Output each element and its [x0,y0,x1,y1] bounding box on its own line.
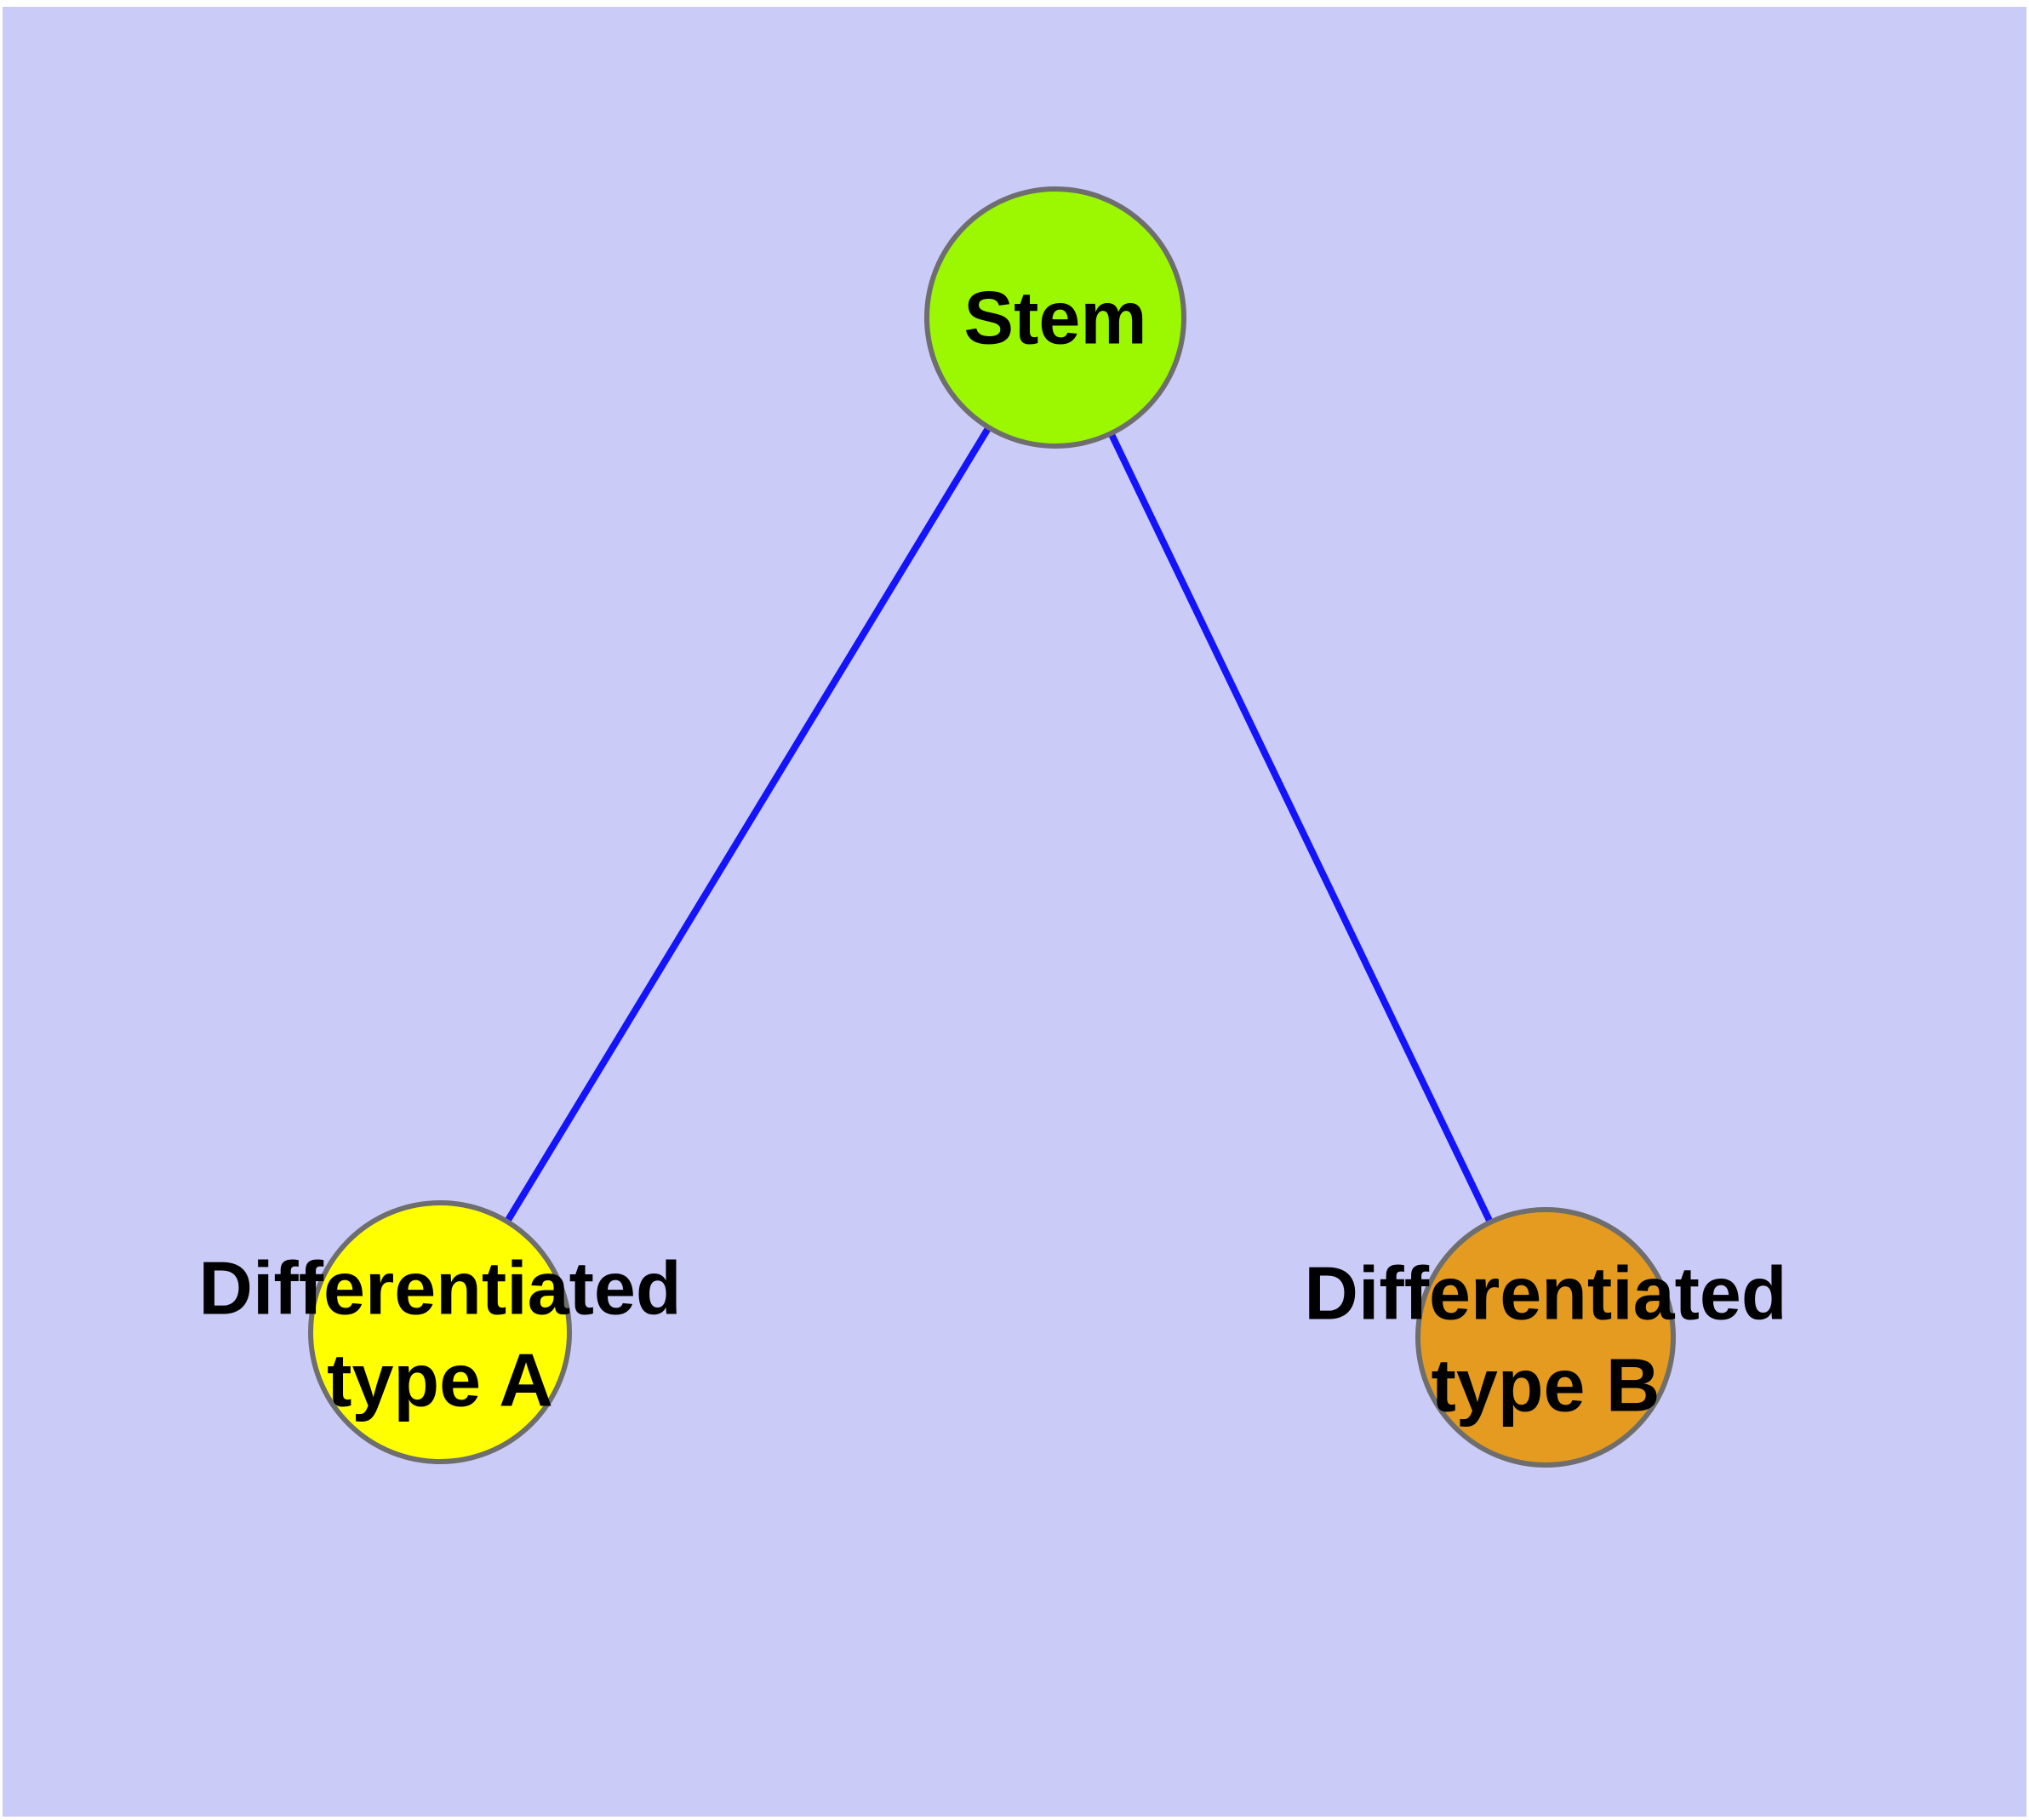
edge-stem-to-type-a [437,315,1059,1335]
differentiated-type-a-label-line2: type A [327,1338,553,1422]
differentiated-type-a-node [308,1200,572,1464]
differentiated-type-b-node [1415,1207,1676,1468]
stem-node [924,186,1186,449]
differentiated-type-b-label-line2: type B [1432,1343,1660,1428]
edge-stem-to-type-b [1052,316,1549,1339]
differentiated-type-b-label-line1: Differentiated [1304,1251,1786,1336]
differentiated-type-a-label-line1: Differentiated [198,1246,681,1331]
stem-node-label: Stem [963,276,1146,360]
